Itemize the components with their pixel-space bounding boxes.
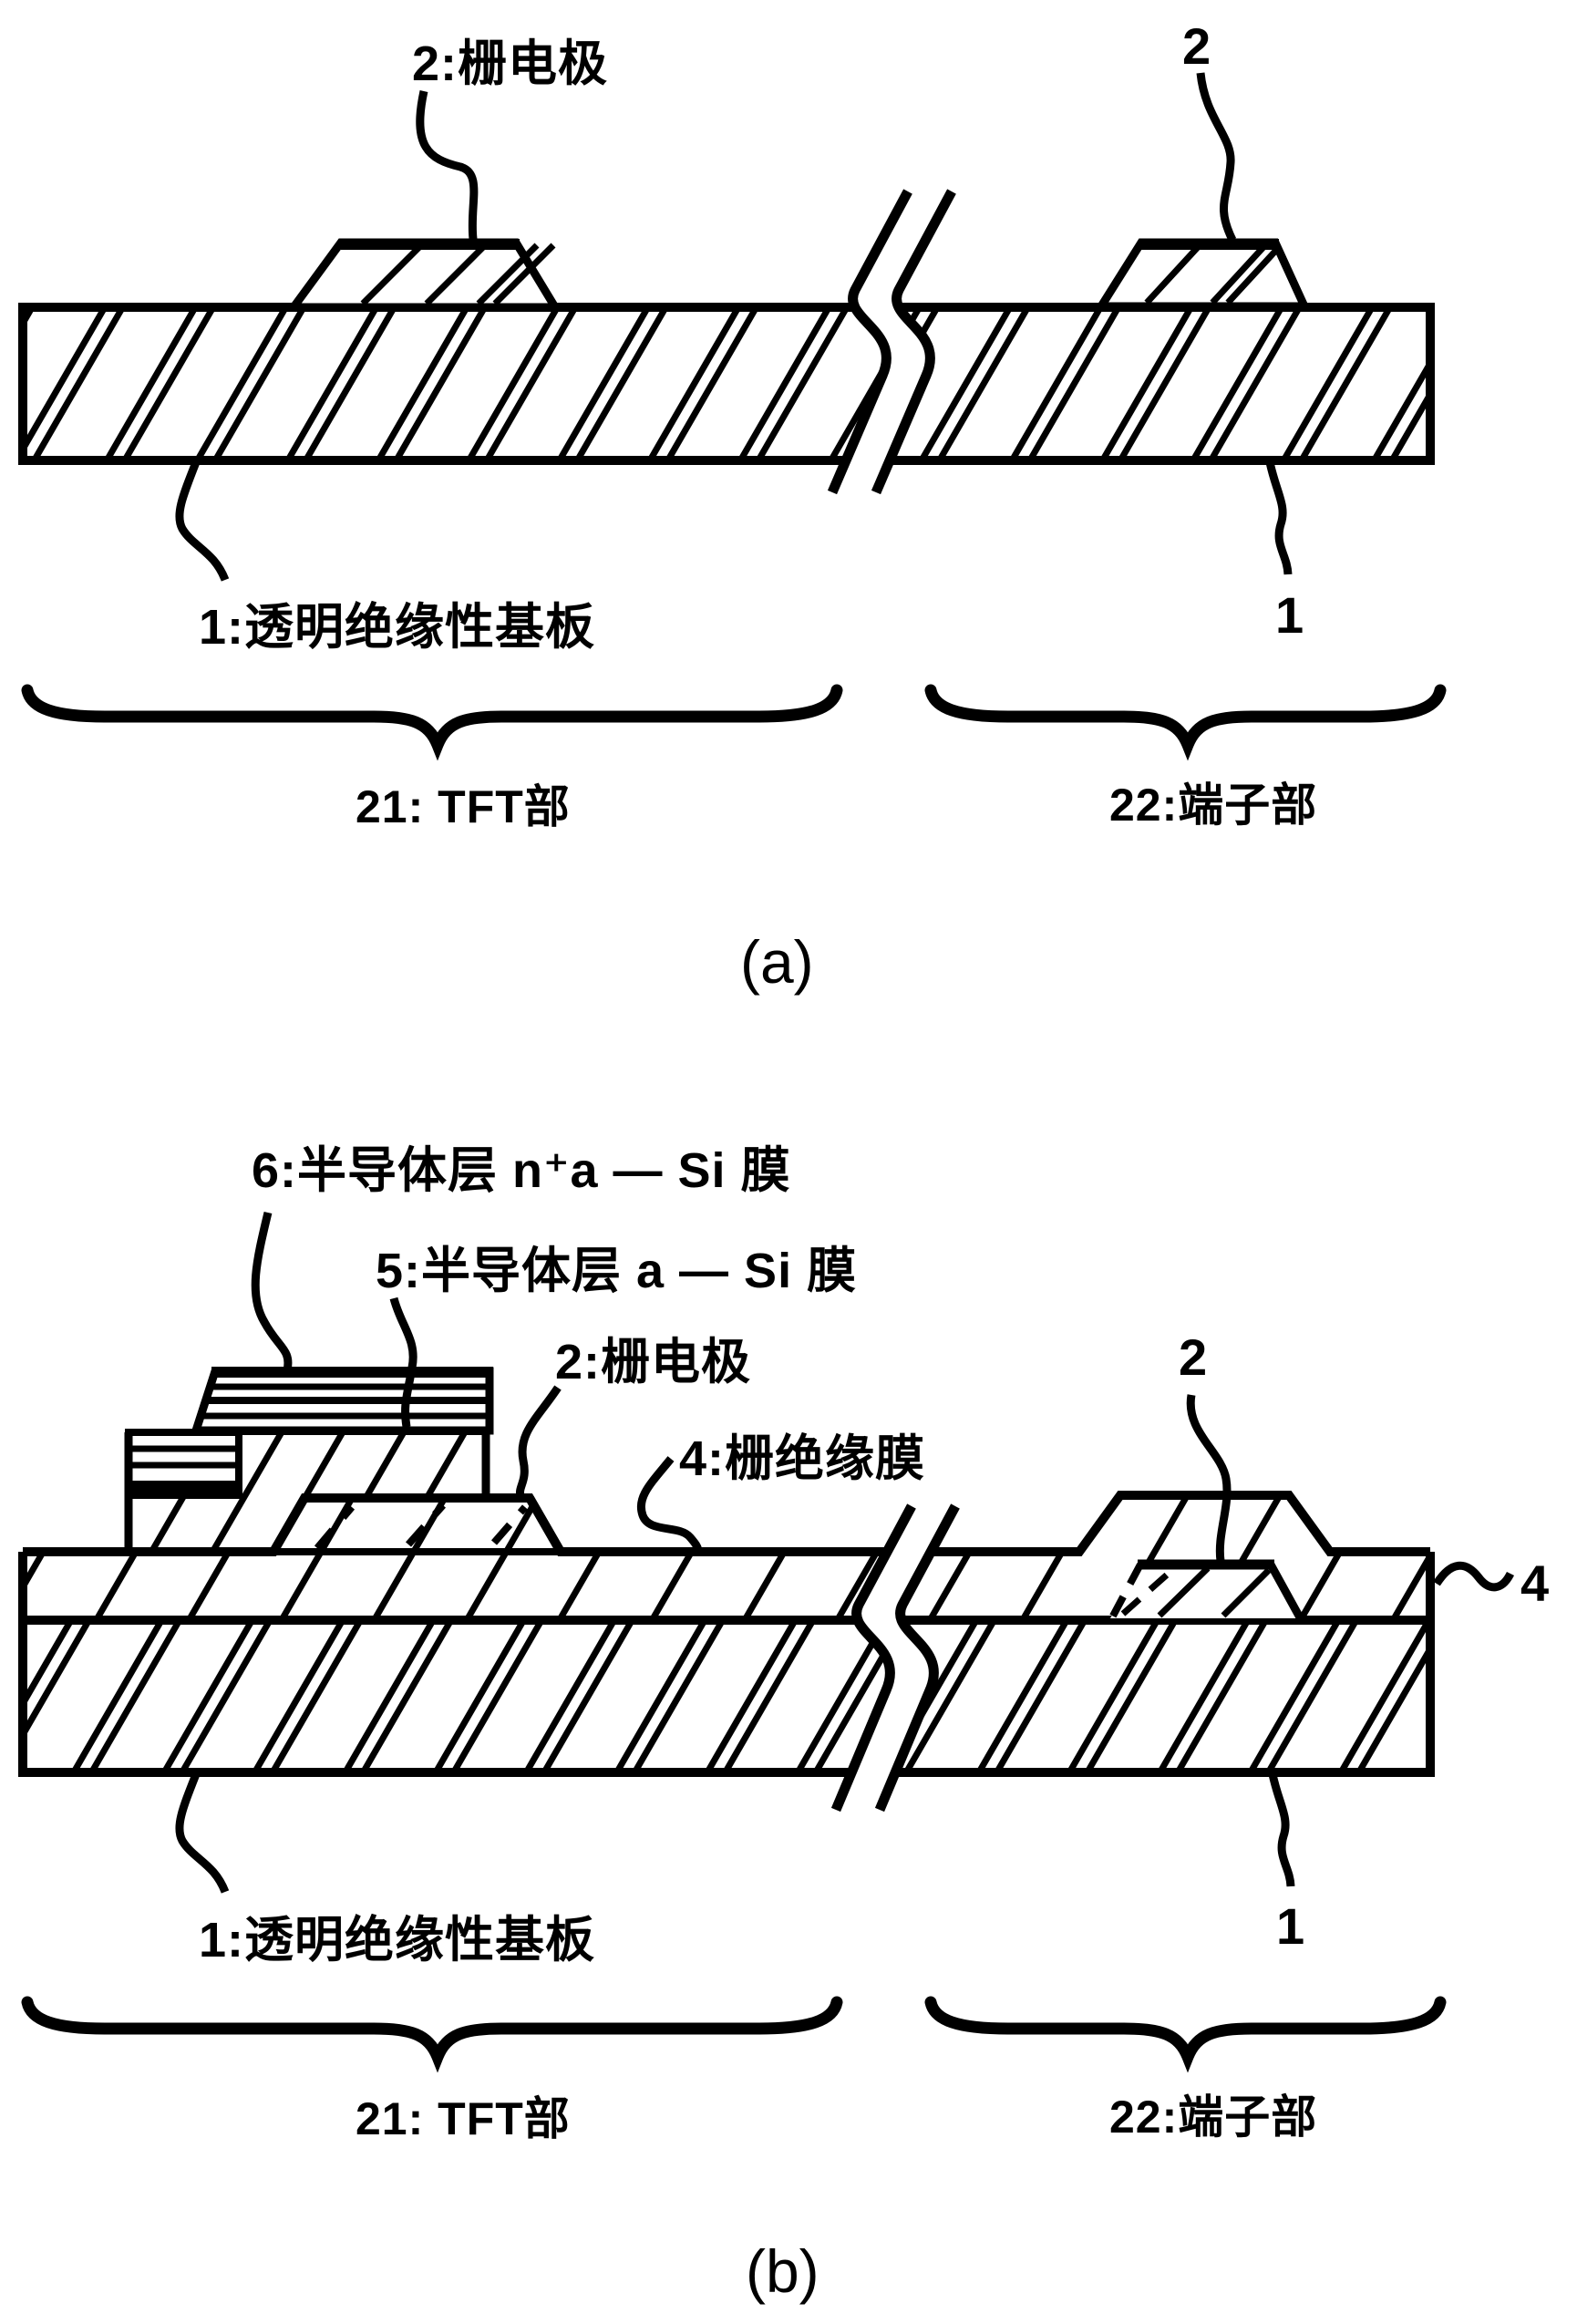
gate-electrode-a-terminal: [1093, 238, 1312, 311]
leader-b-film-ref-tilde: [1433, 1561, 1515, 1592]
ref-a-gate: 2: [1182, 17, 1211, 75]
label-a-gate: 2:栅电极: [412, 36, 608, 91]
leader-b-n-layer: [251, 1211, 293, 1371]
label-a-tft-section: 21: TFT部: [356, 781, 571, 832]
substrate-b: [18, 1616, 1435, 1777]
label-b-tft-section: 21: TFT部: [356, 2093, 571, 2144]
label-b-film: 4:栅绝缘膜: [679, 1431, 925, 1486]
label-a-terminal-section: 22:端子部: [1109, 780, 1317, 831]
ref-b-film: 4: [1520, 1554, 1549, 1612]
brace-b-terminal: [924, 1996, 1447, 2073]
ref-a-substrate: 1: [1275, 586, 1304, 644]
leader-b-gate-ref: [1186, 1394, 1232, 1562]
leader-b-film-label: [636, 1456, 703, 1552]
label-b-a-si: 5:半导体层 a — Si 膜: [376, 1244, 857, 1298]
panel-b: 6:半导体层 n⁺a — Si 膜 5:半导体层 a — Si 膜 2:栅电极 …: [18, 1143, 1549, 2305]
n-plus-layer-b: [124, 1367, 494, 1552]
leader-a-substrate-label: [175, 460, 230, 582]
leader-a-gate-label: [416, 90, 479, 240]
label-a-substrate: 1:透明绝缘性基板: [199, 600, 595, 655]
break-symbol-b: [830, 1503, 960, 1813]
gate-electrode-b-tft-hidden: [314, 1503, 529, 1551]
ref-b-gate: 2: [1179, 1328, 1207, 1386]
brace-a-tft: [21, 684, 843, 761]
caption-b: (b): [746, 2237, 819, 2305]
leader-b-a-si: [389, 1296, 417, 1428]
label-b-n-layer: 6:半导体层 n⁺a — Si 膜: [252, 1143, 791, 1198]
gate-electrode-a-tft: [285, 238, 562, 312]
leader-b-substrate-label: [175, 1772, 230, 1894]
label-b-terminal-section: 22:端子部: [1109, 2092, 1317, 2143]
label-b-gate: 2:栅电极: [555, 1335, 751, 1389]
caption-a: (a): [740, 928, 814, 996]
brace-b-tft: [21, 1996, 843, 2073]
leader-b-gate-label: [516, 1385, 562, 1498]
leader-a-substrate-ref: [1265, 461, 1293, 575]
leader-a-gate-ref: [1196, 72, 1237, 243]
substrate-a: [18, 303, 1435, 465]
panel-a: 2:栅电极 2 1:透明绝缘性基板 1 21: TFT部 22:端子部 (a): [18, 17, 1447, 996]
gate-electrode-b-terminal: [1108, 1559, 1304, 1622]
brace-a-terminal: [924, 684, 1447, 761]
label-b-substrate: 1:透明绝缘性基板: [199, 1913, 595, 1968]
leader-b-substrate-ref: [1268, 1773, 1295, 1887]
break-symbol-a: [827, 189, 956, 495]
ref-b-substrate: 1: [1276, 1897, 1304, 1955]
